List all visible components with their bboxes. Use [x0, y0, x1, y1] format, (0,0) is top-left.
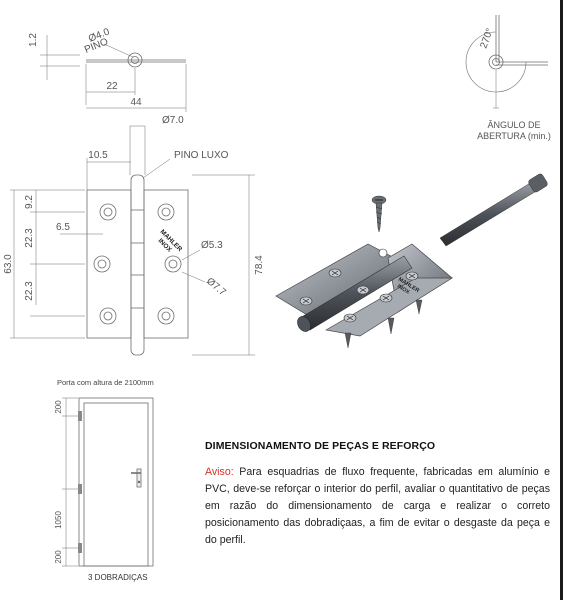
- dim-270-degrees: 270°: [478, 27, 495, 50]
- dim-9-2: 9.2: [24, 195, 35, 209]
- dim-5-3: Ø5.3: [201, 240, 223, 251]
- dim-10-5: 10.5: [88, 150, 108, 161]
- dim-22-3-top: 22.3: [24, 228, 35, 248]
- hinge-3d-render: [275, 173, 548, 349]
- front-view-screw-holes: [93, 203, 182, 325]
- door-caption: 3 DOBRADIÇAS: [88, 573, 148, 582]
- door-dim-200-bottom: 200: [54, 550, 63, 564]
- dim-1-2: 1.2: [28, 33, 39, 47]
- section-body: Aviso: Para esquadrias de fluxo frequent…: [205, 464, 550, 549]
- door-height-caption: Porta com altura de 2100mm: [57, 378, 154, 387]
- front-view: [10, 125, 255, 356]
- right-border: [560, 0, 563, 600]
- dim-pino-label: PINO: [83, 36, 110, 55]
- screw-render: [371, 195, 387, 233]
- dim-22-3-bottom: 22.3: [24, 281, 35, 301]
- dim-44: 44: [130, 97, 142, 108]
- opening-angle-view: [465, 15, 548, 109]
- dim-7: Ø7.0: [162, 115, 184, 126]
- door-dim-1050: 1050: [54, 511, 63, 529]
- aviso-label: Aviso:: [205, 466, 234, 478]
- dim-22: 22: [106, 81, 118, 92]
- angle-label-line2: ABERTURA (min.): [477, 131, 551, 141]
- top-view: [40, 35, 187, 112]
- angle-label-line1: ÂNGULO DE: [487, 120, 540, 130]
- reinforcement-section: DIMENSIONAMENTO DE PEÇAS E REFORÇO Aviso…: [205, 440, 550, 549]
- dim-78-4: 78.4: [254, 255, 265, 275]
- dim-7-7: Ø7.7: [204, 276, 228, 299]
- dim-6-5: 6.5: [56, 222, 70, 233]
- section-title: DIMENSIONAMENTO DE PEÇAS E REFORÇO: [205, 440, 436, 452]
- dim-63: 63.0: [3, 254, 14, 274]
- label-pino-luxo: PINO LUXO: [174, 150, 229, 161]
- aviso-text: Para esquadrias de fluxo frequente, fabr…: [205, 466, 550, 546]
- hinge-pin-render: [439, 173, 548, 247]
- door-elevation: [62, 397, 154, 567]
- door-dim-200-top: 200: [54, 400, 63, 414]
